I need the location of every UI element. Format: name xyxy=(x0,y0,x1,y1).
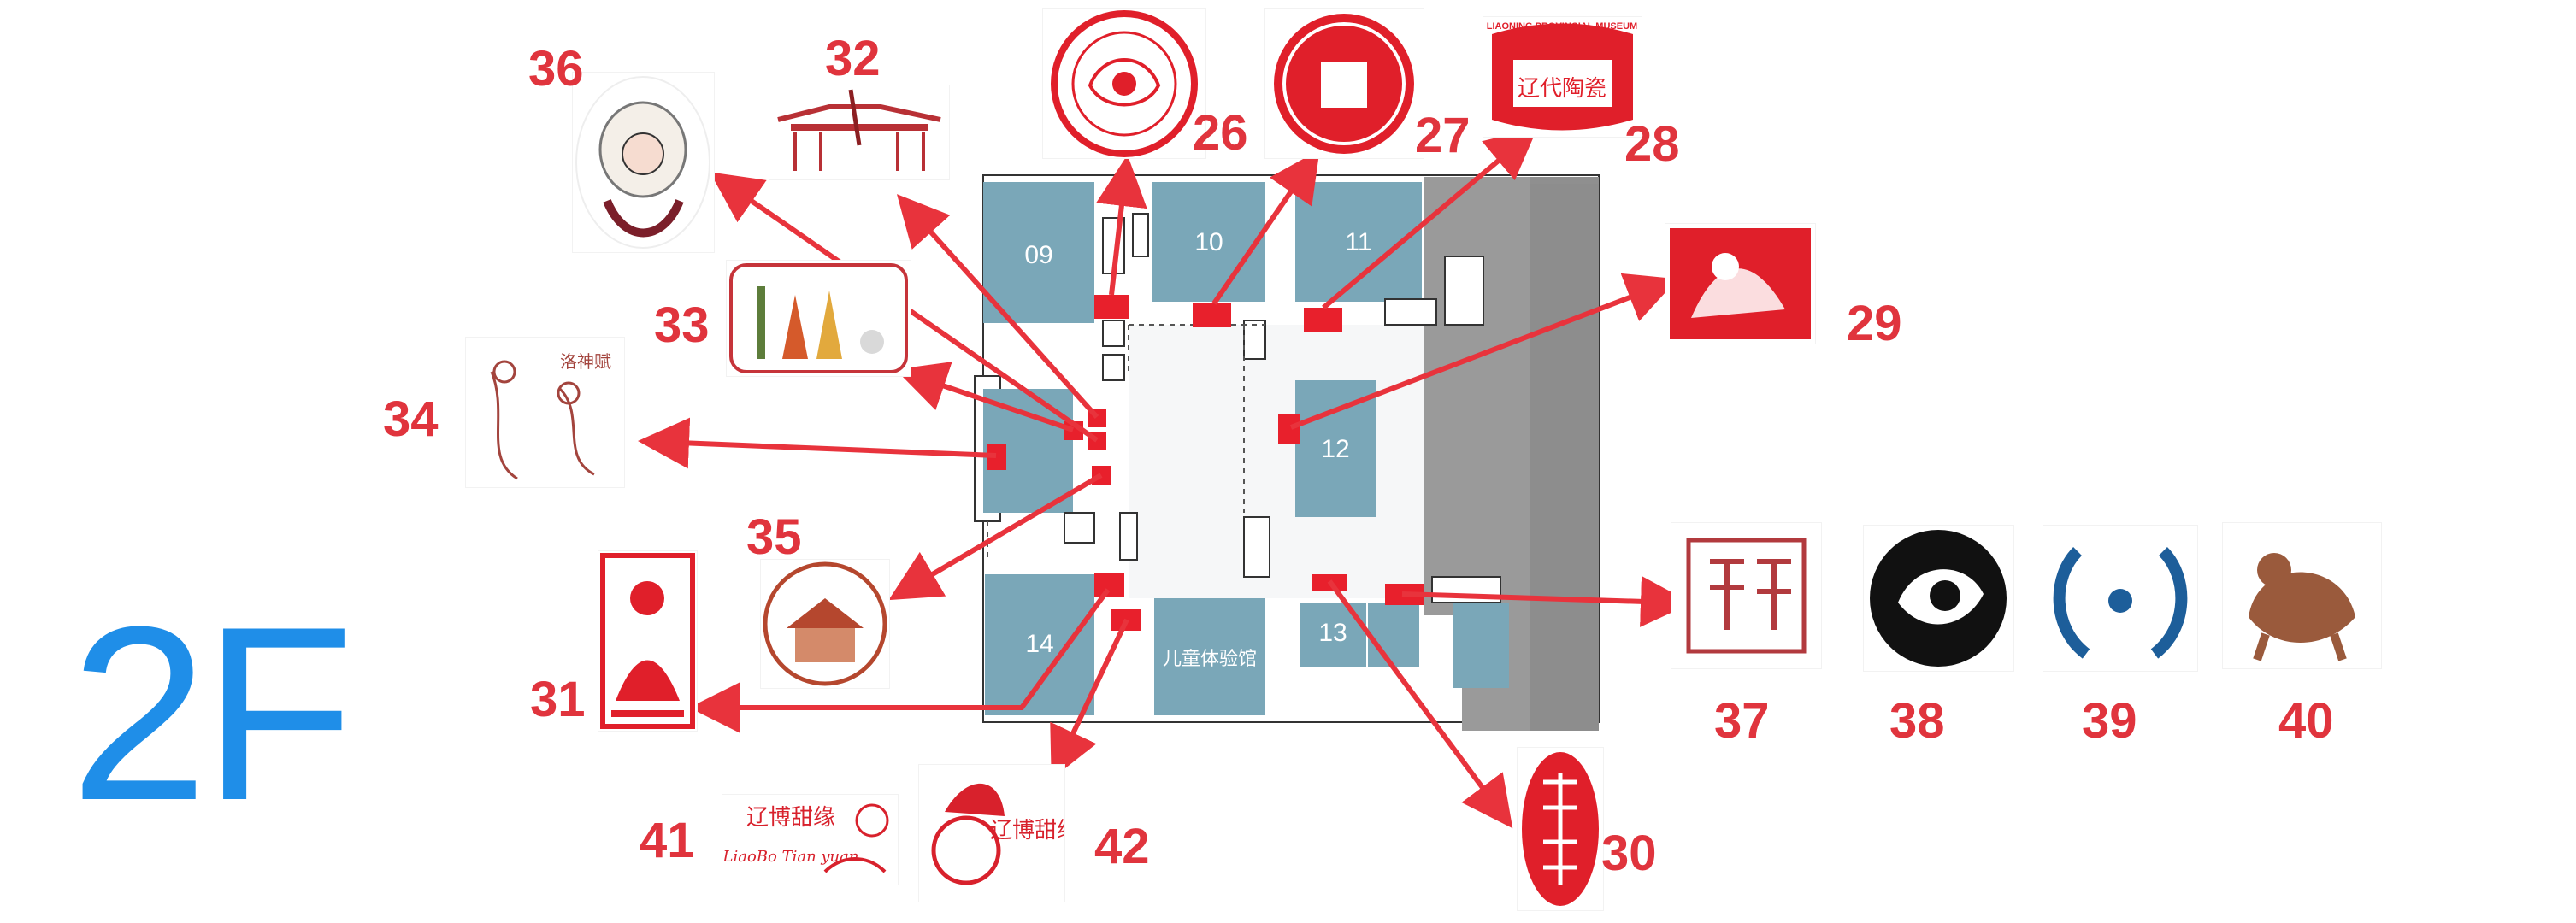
stamp-number-33: 33 xyxy=(654,297,710,353)
room-service xyxy=(1453,603,1509,688)
room-label-kids: 儿童体验馆 xyxy=(1163,648,1257,669)
marker-29 xyxy=(1278,414,1300,444)
stamp-number-27: 27 xyxy=(1415,108,1471,163)
stamp-42-caption: 辽博甜缘 xyxy=(990,818,1064,844)
stamp-number-29: 29 xyxy=(1847,296,1902,351)
marker-34 xyxy=(987,444,1006,470)
stamp-35-image xyxy=(761,560,889,688)
room-12 xyxy=(1295,380,1376,517)
room-label-09: 09 xyxy=(1024,241,1052,269)
marker-31 xyxy=(1094,573,1124,597)
room-09 xyxy=(983,182,1094,323)
marker-27 xyxy=(1193,303,1231,327)
stamp-28-subcaption: 辽代陶瓷 xyxy=(1518,76,1606,102)
stamp-39-image xyxy=(2043,526,2197,671)
stamp-number-30: 30 xyxy=(1601,826,1657,881)
stamp-41-image: 辽博甜缘 LiaoBo Tian yuan xyxy=(722,795,898,885)
room-10 xyxy=(1152,182,1265,302)
stamp-number-40: 40 xyxy=(2278,693,2334,749)
stamp-37-image xyxy=(1671,523,1821,668)
stamp-41-caption: 辽博甜缘 xyxy=(746,805,835,831)
room-label-13: 13 xyxy=(1318,619,1347,647)
stamp-number-35: 35 xyxy=(746,509,802,565)
stamp-number-34: 34 xyxy=(383,391,439,447)
stamp-42-image: 辽博甜缘 xyxy=(919,765,1064,902)
stamp-33-image xyxy=(727,261,911,376)
stamp-41-subcaption: LiaoBo Tian yuan xyxy=(722,848,858,866)
stamp-28-caption: LIAONING PROVINCIAL MUSEUM xyxy=(1487,21,1637,32)
stamp-number-31: 31 xyxy=(530,672,586,727)
stamp-29-image xyxy=(1665,224,1815,344)
stamp-number-38: 38 xyxy=(1889,693,1945,749)
stamp-36-image xyxy=(573,73,714,252)
room-label-14: 14 xyxy=(1025,630,1053,658)
stamp-34-image: 洛神赋 xyxy=(466,338,624,487)
floor-label: 2F xyxy=(70,575,354,852)
marker-28 xyxy=(1304,308,1342,332)
stamp-26-image xyxy=(1043,9,1205,158)
stamp-number-32: 32 xyxy=(825,31,881,86)
stamp-number-36: 36 xyxy=(528,41,584,97)
stamp-38-image xyxy=(1864,526,2013,671)
room-kids xyxy=(1154,598,1265,715)
stamp-number-28: 28 xyxy=(1624,116,1680,172)
arrows xyxy=(638,127,1692,829)
room-14 xyxy=(985,574,1094,715)
stamp-40-image xyxy=(2223,523,2381,668)
room-label-10: 10 xyxy=(1194,228,1223,256)
stamp-number-37: 37 xyxy=(1714,693,1770,749)
stamp-number-39: 39 xyxy=(2082,693,2137,749)
room-label-11: 11 xyxy=(1345,228,1371,256)
atrium xyxy=(1129,325,1436,598)
marker-26 xyxy=(1094,295,1129,319)
stamp-28-image: LIAONING PROVINCIAL MUSEUM 辽代陶瓷 xyxy=(1483,17,1642,137)
stamp-number-41: 41 xyxy=(640,813,695,868)
stamp-32-image xyxy=(769,85,949,179)
stamp-27-image xyxy=(1265,9,1424,158)
stamp-number-26: 26 xyxy=(1193,105,1248,161)
room-13b xyxy=(1368,603,1419,667)
stamp-31-image xyxy=(598,551,697,731)
stamp-30-image xyxy=(1518,748,1603,910)
room-label-12: 12 xyxy=(1321,435,1349,463)
stamp-34-caption: 洛神赋 xyxy=(560,351,611,372)
stamp-number-42: 42 xyxy=(1094,819,1150,874)
floor-plan: 09 10 11 12 13 14 儿童体验馆 xyxy=(974,174,1600,731)
